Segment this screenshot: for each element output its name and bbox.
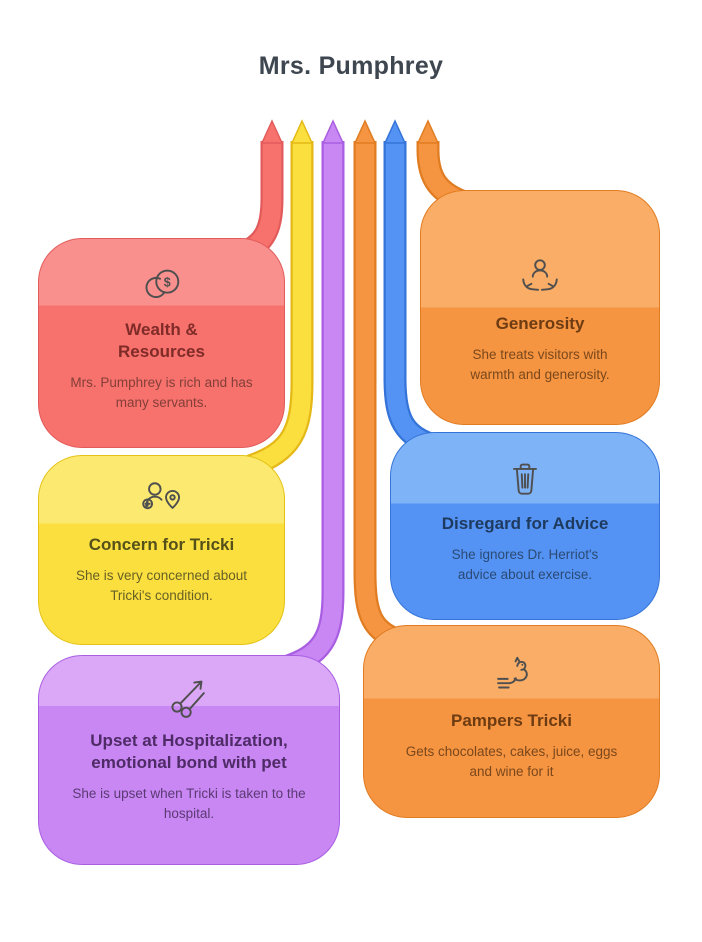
coins-icon: $ <box>139 259 185 311</box>
trait-title: Pampers Tricki <box>451 711 572 730</box>
trait-card-concern-for-tricki: Concern for Tricki She is very concerned… <box>38 455 285 645</box>
trait-card-upset-hospitalization: Upset at Hospitalization, emotional bond… <box>38 655 340 865</box>
trait-description: Mrs. Pumphrey is rich and has many serva… <box>70 374 253 410</box>
trait-description: She ignores Dr. Herriot's advice about e… <box>451 546 599 582</box>
trait-description: Gets chocolates, cakes, juice, eggs and … <box>405 743 618 779</box>
trait-description: She is very concerned about Tricki's con… <box>75 567 248 603</box>
arrow-up-icon <box>416 119 440 144</box>
trait-card-disregard-for-advice: Disregard for Advice She ignores Dr. Her… <box>390 432 660 620</box>
trait-card-wealth-resources: $ Wealth & Resources Mrs. Pumphrey is ri… <box>38 238 285 448</box>
arrow-up-icon <box>321 119 345 144</box>
svg-text:$: $ <box>163 275 170 289</box>
trait-title: Wealth & Resources <box>118 320 205 361</box>
arrow-up-icon <box>260 119 284 144</box>
trait-description: She treats visitors with warmth and gene… <box>470 346 610 382</box>
trait-title: Generosity <box>495 314 585 333</box>
trait-card-pampers-tricki: Pampers Tricki Gets chocolates, cakes, j… <box>363 625 660 818</box>
arrow-up-icon <box>290 119 314 144</box>
trait-card-generosity: Generosity She treats visitors with warm… <box>420 190 660 425</box>
trait-description: She is upset when Tricki is taken to the… <box>72 785 306 821</box>
trash-icon <box>502 453 548 505</box>
arrow-up-icon <box>383 119 407 144</box>
petting-dog-icon <box>489 650 535 702</box>
scissors-arrow-icon <box>166 670 212 722</box>
arrow-up-icon <box>353 119 377 144</box>
trait-title: Upset at Hospitalization, emotional bond… <box>90 731 288 772</box>
giving-person-icon <box>517 253 563 305</box>
trait-title: Disregard for Advice <box>441 514 609 533</box>
trait-title: Concern for Tricki <box>88 535 235 554</box>
page-title: Mrs. Pumphrey <box>258 52 444 80</box>
caretaker-icon <box>139 474 185 526</box>
